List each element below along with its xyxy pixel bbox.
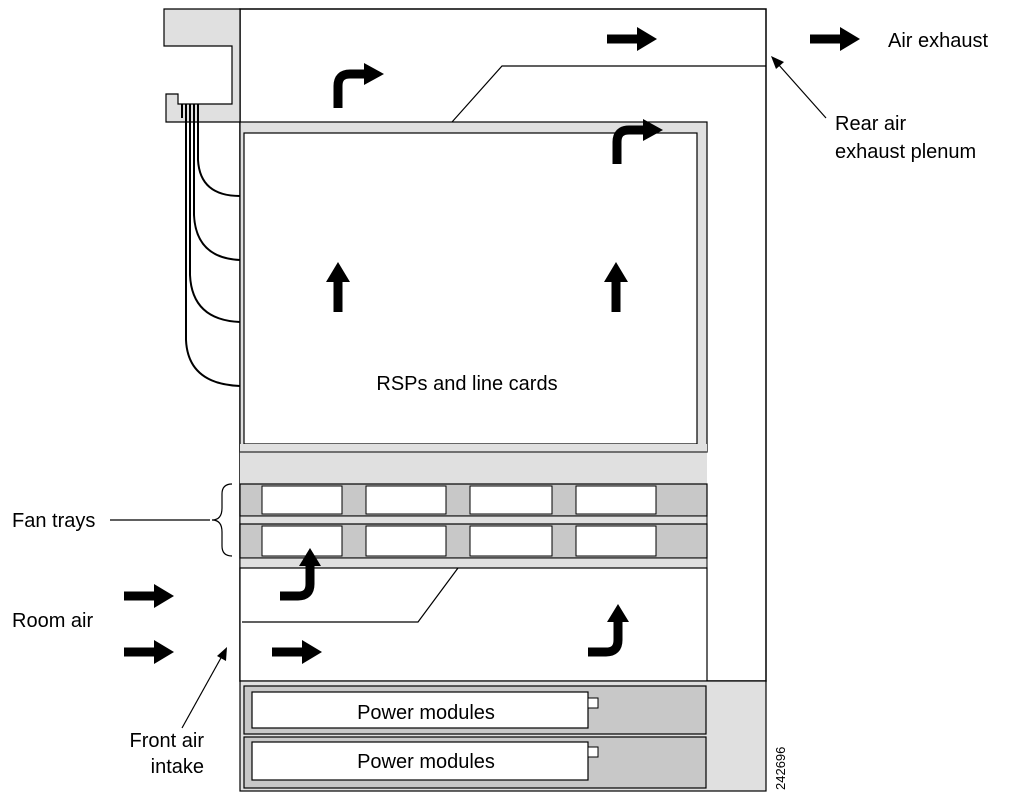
front-intake-label-line2: intake	[151, 756, 204, 778]
fan-trays-brace	[211, 483, 233, 557]
plenum-leader	[451, 65, 766, 123]
rear-plenum-label-line1: Rear air	[835, 113, 906, 135]
arrow-icon	[124, 640, 174, 664]
power-module-2-label: Power modules	[357, 751, 495, 773]
cable-bundle	[181, 104, 241, 387]
figure-id: 242696	[773, 747, 788, 790]
arrow-icon	[124, 584, 174, 608]
room-air-label: Room air	[12, 610, 93, 632]
intake-pointer	[181, 647, 227, 729]
card-cage	[243, 132, 698, 445]
fan-tray-upper	[239, 483, 708, 517]
power-module-1	[243, 685, 707, 735]
plenum-pointer	[771, 56, 827, 119]
fan-plenum-band	[240, 444, 707, 484]
fan-tray-lower	[239, 523, 708, 559]
rear-plenum-label-line2: exhaust plenum	[835, 141, 976, 163]
fan-trays-label: Fan trays	[12, 510, 95, 532]
intake-leader	[242, 567, 459, 623]
power-module-1-label: Power modules	[357, 702, 495, 724]
intake-compartment	[239, 567, 708, 682]
cards-label: RSPs and line cards	[376, 373, 557, 395]
cable-bracket	[163, 8, 241, 123]
front-intake-label-line1: Front air	[130, 730, 205, 752]
arrow-icon	[810, 27, 860, 51]
power-module-2	[243, 736, 707, 789]
air-exhaust-label: Air exhaust	[888, 30, 988, 52]
